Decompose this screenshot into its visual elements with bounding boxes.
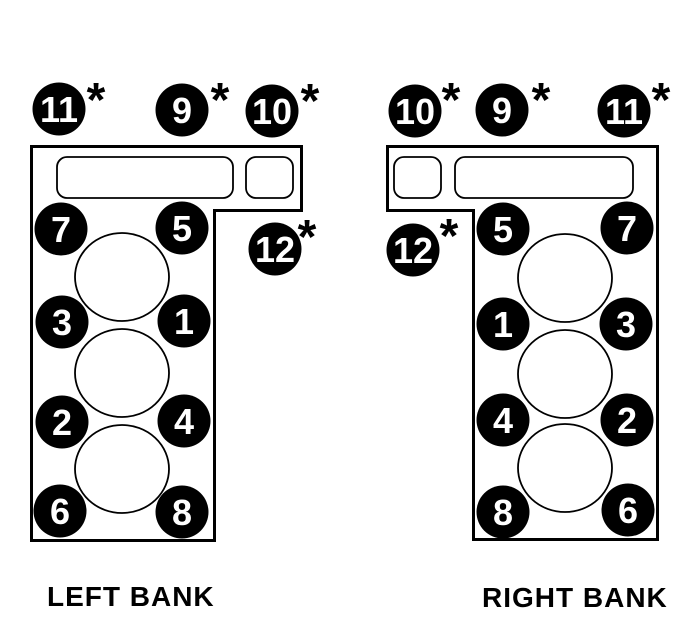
bolt-circle — [600, 201, 654, 255]
bolt-circle — [33, 484, 87, 538]
bolt-right-12: 12 * — [386, 210, 459, 277]
bolt-circle — [597, 84, 651, 138]
bolt-number: 10 — [252, 91, 292, 132]
bolt-left-11: 11 * — [32, 74, 106, 136]
bolt-circle — [155, 485, 209, 539]
cylinder-bore — [74, 328, 170, 418]
bolt-left-9: 9 * — [155, 74, 230, 137]
left-bank: 11 * 9 * 10 * 7 5 12 * 3 — [30, 74, 320, 612]
bolt-circle — [388, 84, 442, 138]
bolt-right-11: 11 * — [597, 74, 671, 138]
bolt-left-6: 6 — [33, 484, 87, 538]
bolt-number: 5 — [172, 208, 192, 249]
bolt-number: 6 — [50, 491, 70, 532]
bolt-left-12: 12 * — [248, 211, 317, 276]
bolt-left-5: 5 — [155, 201, 209, 255]
bolt-circle — [157, 394, 211, 448]
bolt-circle — [32, 82, 86, 136]
asterisk-mark: * — [440, 210, 459, 263]
bolt-number: 12 — [393, 230, 433, 271]
bolt-left-2: 2 — [35, 395, 89, 449]
bolt-right-4: 4 — [476, 393, 530, 447]
asterisk-mark: * — [442, 74, 461, 127]
bolt-number: 7 — [617, 208, 637, 249]
bolt-right-6: 6 — [601, 483, 655, 537]
bolt-number: 1 — [493, 304, 513, 345]
right-bank-label: RIGHT BANK — [482, 582, 668, 613]
bolt-left-4: 4 — [157, 394, 211, 448]
bolt-circle — [157, 294, 211, 348]
bolt-number: 3 — [52, 302, 72, 343]
bolt-left-8: 8 — [155, 485, 209, 539]
bolt-number: 11 — [40, 89, 78, 130]
bolt-left-7: 7 — [34, 202, 88, 256]
asterisk-mark: * — [87, 74, 106, 127]
bolt-number: 12 — [255, 229, 295, 270]
bolt-circle — [476, 393, 530, 447]
bolt-number: 11 — [605, 91, 643, 132]
left-bank-label: LEFT BANK — [47, 581, 215, 612]
cylinder-bore — [74, 232, 170, 322]
bolt-circle — [601, 483, 655, 537]
bolt-right-7: 7 — [600, 201, 654, 255]
bolt-right-10: 10 * — [388, 74, 461, 138]
cylinder-bore — [517, 423, 613, 513]
bolt-circle — [386, 223, 440, 277]
right-bank-rail-short — [393, 156, 442, 199]
bolt-right-1: 1 — [476, 297, 530, 351]
bolt-right-2: 2 — [600, 393, 654, 447]
bolt-circle — [34, 202, 88, 256]
asterisk-mark: * — [301, 75, 320, 128]
asterisk-mark: * — [652, 74, 671, 127]
bolt-circle — [475, 83, 529, 137]
bolt-circle — [155, 201, 209, 255]
bolt-right-3: 3 — [599, 297, 653, 351]
bolt-number: 9 — [172, 90, 192, 131]
bolt-number: 7 — [51, 209, 71, 250]
bolt-circle — [599, 297, 653, 351]
bolt-number: 8 — [172, 492, 192, 533]
cylinder-bore — [517, 329, 613, 419]
bolt-left-3: 3 — [35, 295, 89, 349]
bolt-right-5: 5 — [476, 202, 530, 256]
bolt-circle — [245, 84, 299, 138]
bolt-circle — [476, 485, 530, 539]
left-bank-rail-short — [245, 156, 294, 199]
right-bank-outline — [386, 145, 659, 541]
bolt-right-8: 8 — [476, 485, 530, 539]
asterisk-mark: * — [532, 74, 551, 127]
bolt-number: 9 — [492, 90, 512, 131]
cylinder-bore — [74, 424, 170, 514]
bolt-left-1: 1 — [157, 294, 211, 348]
bolt-circle — [476, 297, 530, 351]
left-bank-outline — [30, 145, 303, 542]
bolt-number: 6 — [618, 490, 638, 531]
asterisk-mark: * — [298, 211, 317, 264]
bolt-number: 10 — [395, 91, 435, 132]
cylinder-bore — [517, 233, 613, 323]
bolt-circle — [600, 393, 654, 447]
bolt-left-10: 10 * — [245, 75, 320, 138]
bolt-number: 4 — [174, 401, 194, 442]
left-bank-rail-long — [56, 156, 234, 199]
right-bank-rail-long — [454, 156, 634, 199]
bolt-number: 8 — [493, 492, 513, 533]
bolt-circle — [155, 83, 209, 137]
bolt-number: 3 — [616, 304, 636, 345]
bolt-number: 1 — [174, 301, 194, 342]
right-bank: 10 * 9 * 11 * 12 * 5 7 1 — [386, 74, 671, 613]
bolt-circle — [476, 202, 530, 256]
bolt-right-9: 9 * — [475, 74, 551, 137]
bolt-circle — [35, 295, 89, 349]
bolt-circle — [248, 222, 302, 276]
asterisk-mark: * — [211, 74, 230, 127]
bolt-number: 2 — [617, 400, 637, 441]
bolt-number: 2 — [52, 402, 72, 443]
bolt-number: 4 — [493, 400, 513, 441]
bolt-number: 5 — [493, 209, 513, 250]
bolt-circle — [35, 395, 89, 449]
